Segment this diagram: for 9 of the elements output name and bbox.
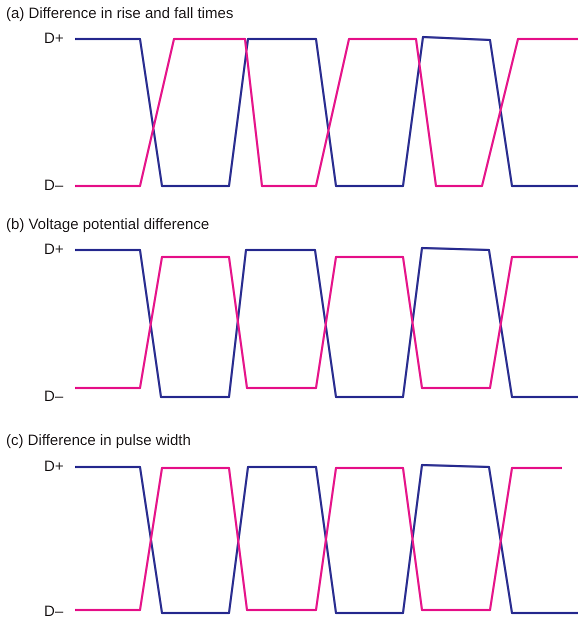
panel-title: (a) Difference in rise and fall times (6, 5, 234, 23)
signal-label: D+ (44, 458, 64, 476)
signal-label: D+ (44, 241, 64, 259)
panel-title: (b) Voltage potential difference (6, 216, 210, 234)
signal-label: D– (44, 603, 64, 621)
signal-label: D– (44, 177, 64, 195)
panel-title: (c) Difference in pulse width (6, 432, 191, 450)
signal-label: D– (44, 388, 64, 406)
signal-label: D+ (44, 30, 64, 48)
